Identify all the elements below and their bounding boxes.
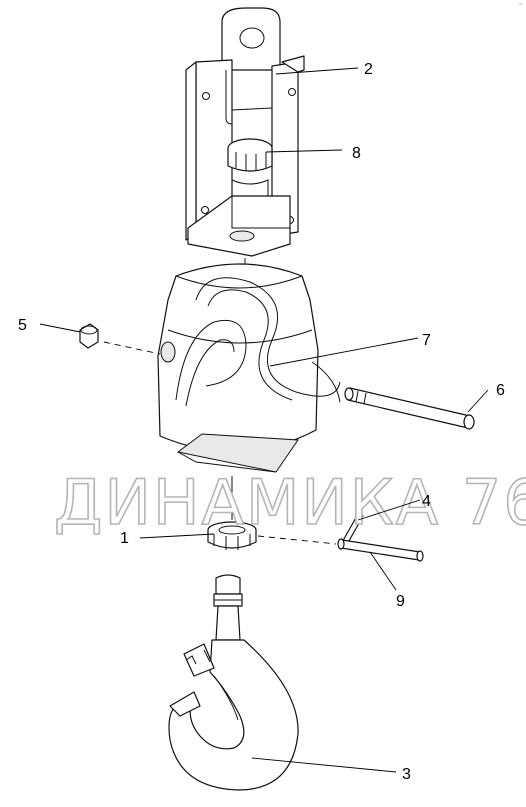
watermark: ДИНАМИКА 76 (54, 466, 526, 539)
callout-4: 4 (422, 493, 431, 510)
leader-8 (265, 149, 343, 153)
part-1-bottom-nut (207, 521, 257, 550)
part-9-pin (337, 538, 424, 562)
callout-7: 7 (422, 332, 431, 349)
part-7-housing (157, 263, 341, 473)
leader-9 (369, 551, 397, 591)
corner-mark: ~ (518, 2, 522, 8)
part-3-hook (168, 574, 299, 791)
callout-9: 9 (396, 593, 405, 610)
leader-5 (39, 323, 81, 333)
leader-6 (467, 389, 489, 413)
leader-7 (269, 337, 419, 367)
leader-1 (139, 533, 215, 539)
leader-2 (275, 67, 359, 75)
callout-1: 1 (120, 530, 129, 547)
leader-3 (251, 757, 397, 773)
part-5-nut (79, 323, 99, 349)
callout-8: 8 (352, 145, 361, 162)
callout-6: 6 (496, 382, 505, 399)
callout-5: 5 (18, 317, 27, 334)
leader-4 (357, 499, 421, 521)
callout-3: 3 (402, 766, 411, 783)
part-8-nut (227, 138, 273, 197)
part-6-pin (344, 387, 475, 430)
part-2-yoke (185, 7, 305, 257)
callout-2: 2 (364, 61, 373, 78)
